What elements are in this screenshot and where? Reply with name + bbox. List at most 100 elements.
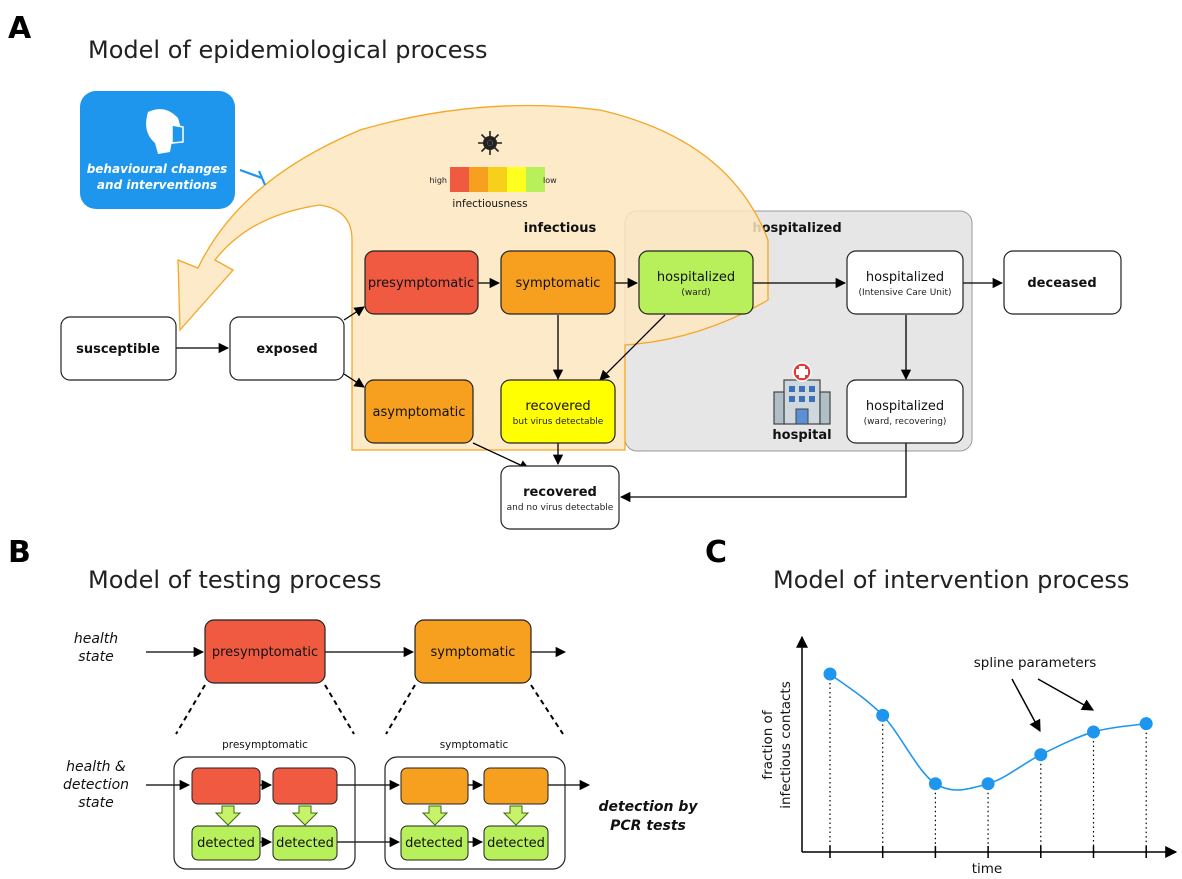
panel-a-title: Model of epidemiological process [88, 36, 488, 64]
state-susceptible-label: susceptible [76, 342, 160, 357]
spline-point [1087, 725, 1100, 739]
detection-down-arrows [214, 805, 530, 826]
detected-box-2: detected [272, 825, 338, 861]
state-recovered-final-title: recovered [523, 485, 597, 500]
face-mask-icon [146, 109, 184, 154]
state-exposed-label: exposed [256, 342, 317, 357]
group-symptomatic-label: symptomatic [440, 739, 509, 751]
y-axis-label-line1: fraction of [760, 709, 776, 779]
b-sub-presym-2 [272, 767, 338, 805]
chart-points [823, 667, 1153, 791]
state-presymptomatic-label: presymptomatic [368, 276, 474, 291]
state-asymptomatic-label: asymptomatic [373, 405, 466, 420]
detected-box-1: detected [191, 825, 261, 861]
infectiousness-scale [450, 167, 545, 192]
infectiousness-swatch [488, 167, 507, 192]
b-symptomatic-box: symptomatic [414, 619, 532, 684]
panel-a-letter: A [8, 11, 32, 46]
b-presymptomatic-box: presymptomatic [204, 619, 326, 684]
state-hospitalized-recovering-title: hospitalized [866, 399, 944, 414]
interventions-line2: and interventions [97, 178, 217, 192]
chart-ticks [829, 846, 1147, 858]
interventions-line1: behavioural changes [87, 162, 228, 176]
state-deceased-label: deceased [1027, 276, 1096, 291]
state-symptomatic: symptomatic [500, 250, 616, 315]
b-sub-presym-1 [191, 767, 261, 805]
spline-annotation: spline parameters [974, 655, 1097, 671]
b-sub-sym-1 [400, 767, 469, 805]
virus-icon [478, 131, 502, 155]
health-detection-line3: state [78, 795, 113, 811]
detected-box-3: detected [400, 825, 469, 861]
group-presymptomatic [173, 756, 356, 870]
group-presymptomatic-label: presymptomatic [222, 739, 308, 751]
health-state-line1: health [74, 631, 118, 647]
state-hospitalized-icu-title: hospitalized [866, 270, 944, 285]
state-hospitalized-icu-sub: (Intensive Care Unit) [858, 288, 951, 298]
state-recovered-detectable-sub: but virus detectable [513, 417, 604, 427]
infectiousness-low: low [543, 176, 557, 185]
zoom-lines [175, 684, 564, 735]
b-presymptomatic-label: presymptomatic [212, 645, 318, 660]
detection-label-line1: detection by [598, 799, 698, 815]
spline-point [981, 777, 995, 791]
b-sub-sym-2 [483, 767, 549, 805]
infectious-region-label: infectious [524, 221, 597, 236]
hospital-icon [773, 362, 831, 425]
panel-b-arrows [146, 646, 591, 848]
state-deceased: deceased [1003, 250, 1122, 315]
panel-c-letter: C [705, 535, 727, 570]
panel-b-letter: B [8, 535, 31, 570]
group-symptomatic [384, 756, 566, 870]
state-recovered-final-sub: and no virus detectable [507, 503, 614, 513]
infectiousness-swatch [469, 167, 488, 192]
health-detection-line1: health & [66, 759, 126, 775]
infectiousness-swatch [450, 167, 469, 192]
y-axis-label-line2: infectious contacts [778, 681, 794, 809]
b-symptomatic-label: symptomatic [431, 645, 516, 660]
hospitalized-region-label: hospitalized [752, 221, 841, 236]
detected-label-3: detected [405, 836, 463, 851]
annotation-arrows [1011, 678, 1095, 733]
detected-label-4: detected [487, 836, 545, 851]
state-hospitalized-ward-title: hospitalized [657, 270, 735, 285]
infectiousness-caption: infectiousness [452, 198, 527, 210]
spline-point [1139, 717, 1153, 731]
chart-droplines [829, 673, 1147, 848]
state-hospitalized-ward-sub: (ward) [681, 288, 710, 298]
state-asymptomatic: asymptomatic [364, 379, 474, 444]
panel-c-title: Model of intervention process [773, 566, 1129, 594]
detected-label-1: detected [197, 836, 255, 851]
inhibition-bar [257, 170, 267, 186]
state-recovered-detectable: recovered but virus detectable [500, 379, 616, 444]
detected-label-2: detected [276, 836, 334, 851]
state-presymptomatic: presymptomatic [364, 250, 479, 315]
detection-label-line2: PCR tests [610, 818, 686, 834]
state-hospitalized-recovering: hospitalized (ward, recovering) [846, 379, 964, 444]
spline-point [823, 667, 837, 681]
detected-box-4: detected [483, 825, 549, 861]
inhibition-arrow [239, 168, 263, 180]
hospital-label: hospital [772, 428, 831, 443]
state-exposed: exposed [229, 316, 345, 381]
spline-point [1034, 748, 1048, 762]
panel-b-title: Model of testing process [88, 566, 382, 594]
infectiousness-swatch [507, 167, 526, 192]
chart-axes [796, 635, 1178, 858]
state-hospitalized-icu: hospitalized (Intensive Care Unit) [846, 250, 964, 315]
spline-point [876, 708, 890, 722]
x-axis-label: time [972, 861, 1003, 877]
panel-a-arrows [176, 277, 1004, 503]
state-recovered-final: recovered and no virus detectable [500, 465, 620, 530]
state-hospitalized-recovering-sub: (ward, recovering) [864, 417, 947, 427]
state-susceptible: susceptible [60, 316, 177, 381]
health-detection-line2: detection [63, 777, 129, 793]
infectiousness-swatch [526, 167, 545, 192]
state-hospitalized-ward: hospitalized (ward) [638, 250, 754, 315]
health-state-line2: state [78, 649, 113, 665]
state-recovered-detectable-title: recovered [525, 399, 590, 414]
spline-point [928, 777, 942, 791]
state-symptomatic-label: symptomatic [516, 276, 601, 291]
